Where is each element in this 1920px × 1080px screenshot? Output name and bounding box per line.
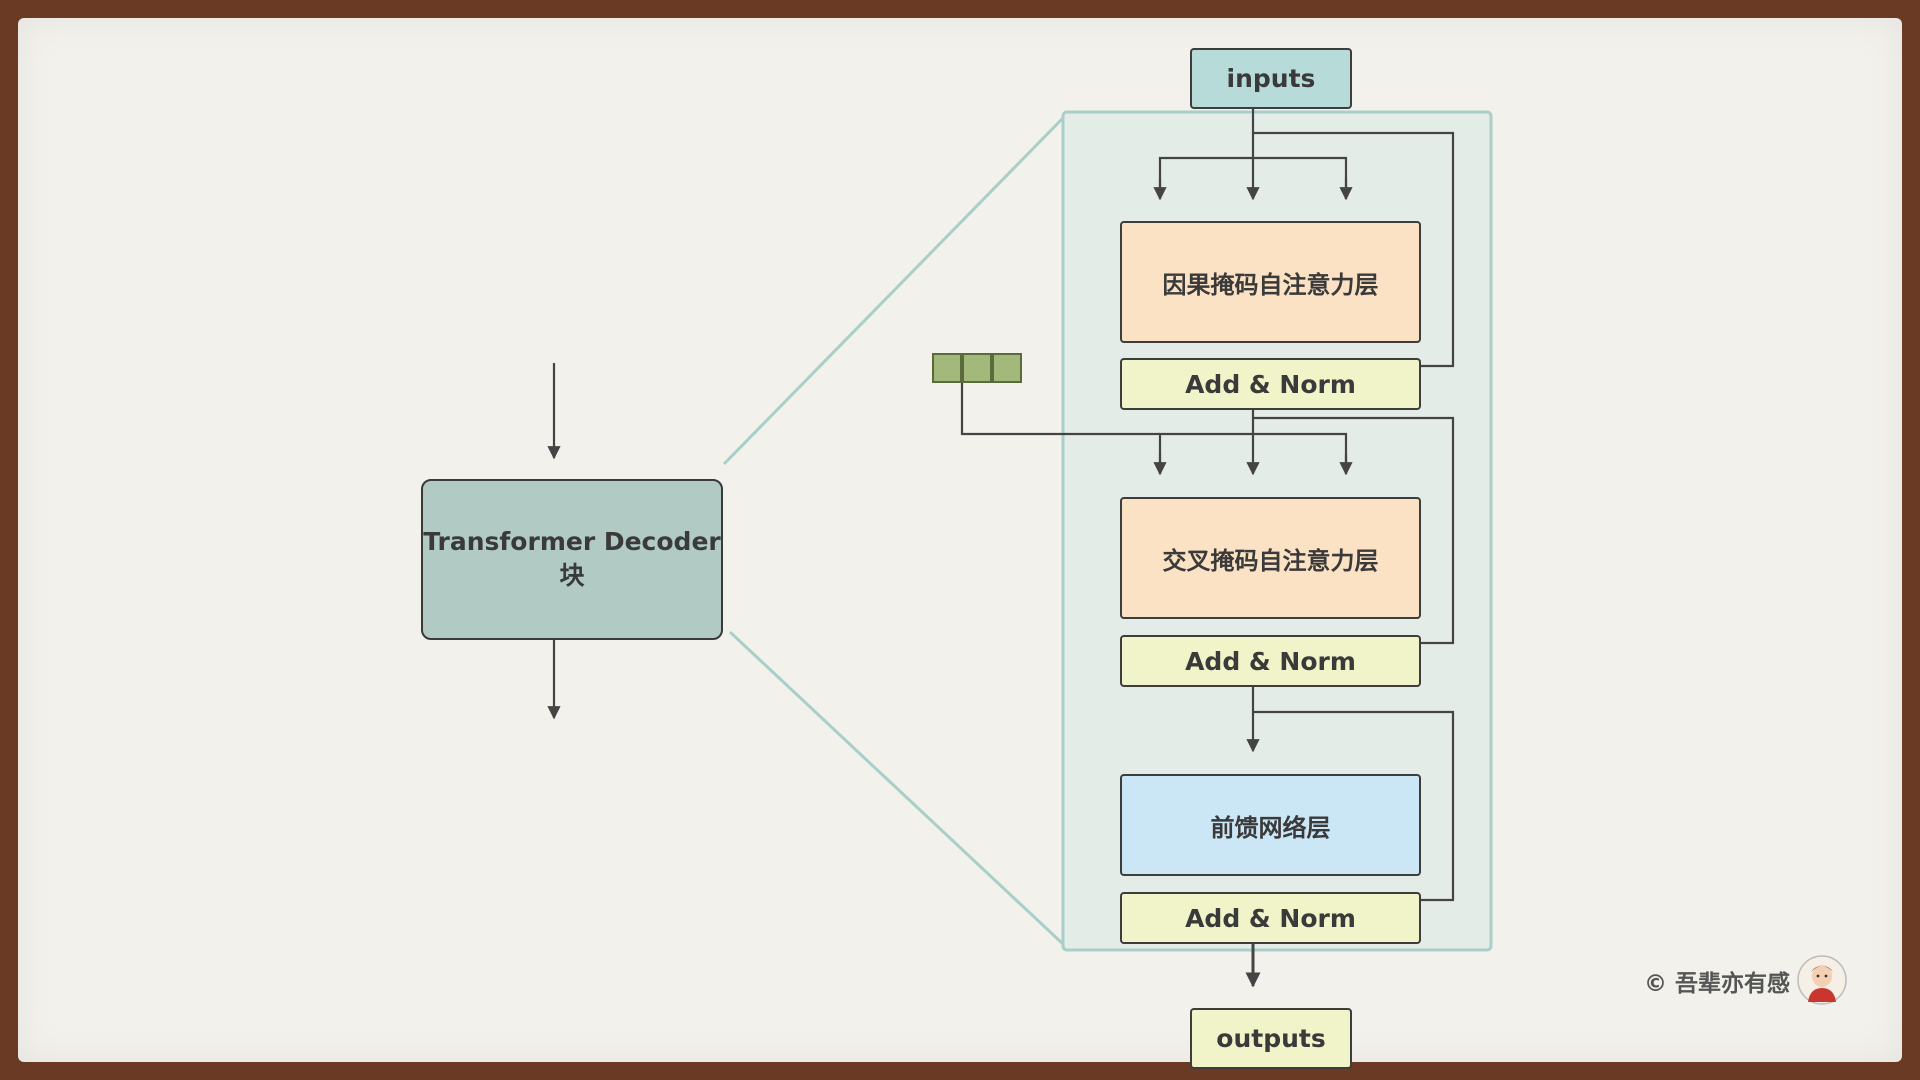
causal-attention-label: 因果掩码自注意力层 (1162, 270, 1379, 299)
copyright-text: © 吾辈亦有感 (1644, 971, 1791, 997)
canvas-frame: inputs 因果掩码自注意力层 Add & Norm 交叉掩码自注意力层 Ad… (18, 18, 1902, 1069)
inputs-label: inputs (1226, 64, 1316, 93)
add-norm-label-3: Add & Norm (1185, 903, 1356, 933)
cross-attention-label: 交叉掩码自注意力层 (1162, 546, 1379, 575)
add-norm-node-1: Add & Norm (1120, 358, 1421, 410)
memory-cell (962, 353, 992, 383)
outputs-label: outputs (1216, 1024, 1326, 1053)
cross-attention-node: 交叉掩码自注意力层 (1120, 497, 1421, 619)
add-norm-node-3: Add & Norm (1120, 892, 1421, 944)
diagram-connectors (547, 92, 1493, 988)
memory-cell (932, 353, 962, 383)
feed-forward-node: 前馈网络层 (1120, 774, 1421, 876)
add-norm-label-1: Add & Norm (1185, 369, 1356, 399)
zoom-line-top (722, 116, 1065, 466)
causal-attention-node: 因果掩码自注意力层 (1120, 221, 1421, 343)
memory-cell (992, 353, 1022, 383)
inputs-node: inputs (1190, 48, 1352, 109)
decoder-block-label: Transformer Decoder 块 (423, 527, 721, 590)
decoder-block-node: Transformer Decoder 块 (421, 479, 723, 640)
feed-forward-label: 前馈网络层 (1210, 813, 1331, 842)
add-norm-label-2: Add & Norm (1185, 646, 1356, 676)
add-norm-node-2: Add & Norm (1120, 635, 1421, 687)
author-avatar-icon (1797, 955, 1847, 1005)
zoom-line-bottom (728, 630, 1065, 946)
encoder-memory-cells (932, 353, 1022, 383)
outputs-node: outputs (1190, 1008, 1352, 1069)
